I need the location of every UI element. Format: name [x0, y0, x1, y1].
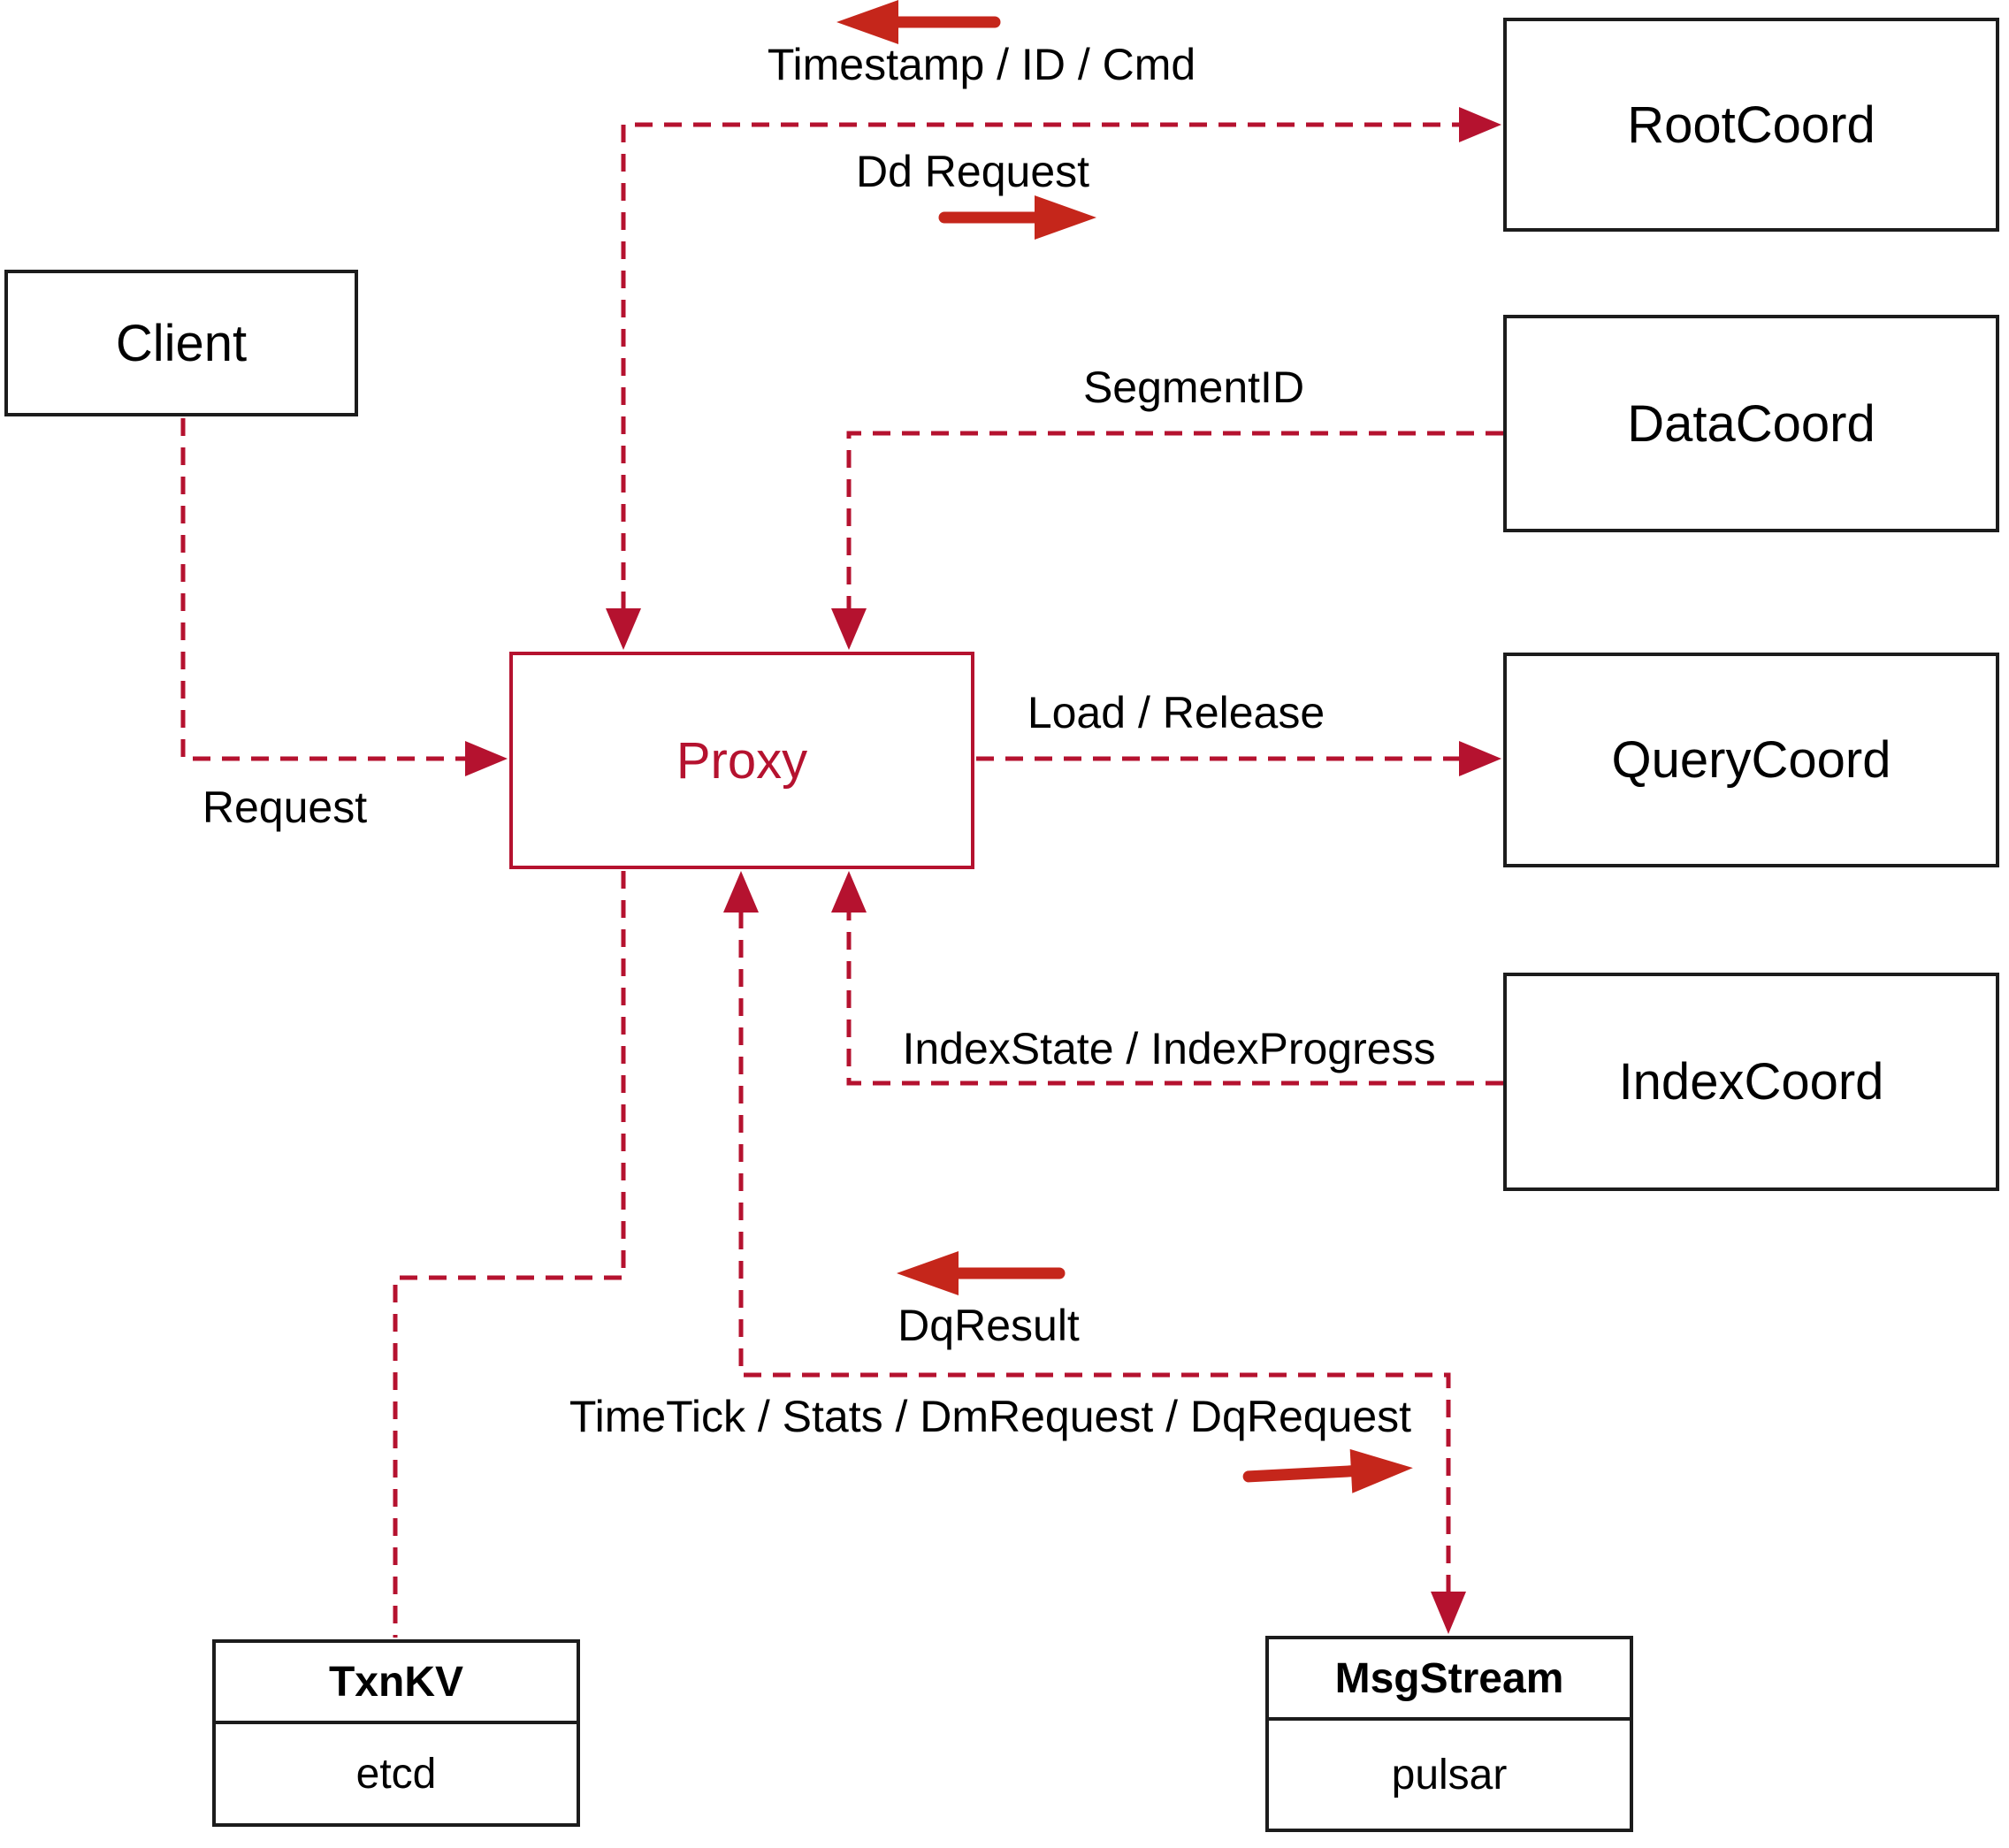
- node-rootcoord: RootCoord: [1503, 18, 1999, 232]
- edge-label-load-release: Load / Release: [1027, 688, 1325, 737]
- edge-indexcoord-proxy: [846, 911, 1503, 1086]
- right-arrow-icon: [938, 195, 1096, 240]
- node-msgstream: MsgStream pulsar: [1265, 1636, 1633, 1832]
- edge-label-dq-result: DqResult: [898, 1301, 1080, 1350]
- node-client: Client: [4, 270, 358, 416]
- node-datacoord: DataCoord: [1503, 315, 1999, 532]
- node-indexcoord-label: IndexCoord: [1618, 1053, 1884, 1111]
- arrowhead-into-proxy-bottom-right: [831, 871, 867, 913]
- msgstream-header: MsgStream: [1269, 1639, 1630, 1721]
- left-arrow-icon: [897, 1251, 1066, 1295]
- arrowhead-into-querycoord: [1459, 741, 1501, 776]
- node-rootcoord-label: RootCoord: [1627, 95, 1875, 154]
- edge-label-timestamp-id-cmd: Timestamp / ID / Cmd: [767, 40, 1196, 89]
- node-proxy-label: Proxy: [676, 731, 808, 790]
- edge-proxy-msgstream: [738, 911, 1451, 1593]
- arrowhead-into-msgstream: [1431, 1592, 1466, 1634]
- edge-label-time-tick: TimeTick / Stats / DmRequest / DqRequest: [569, 1392, 1412, 1441]
- edge-label-index-state: IndexState / IndexProgress: [902, 1024, 1436, 1073]
- edge-label-dd-request: Dd Request: [855, 147, 1090, 196]
- node-querycoord-label: QueryCoord: [1611, 731, 1891, 789]
- edge-proxy-txnkv: [393, 871, 626, 1638]
- node-txnkv: TxnKV etcd: [212, 1639, 580, 1827]
- node-client-label: Client: [115, 314, 248, 372]
- left-arrow-icon: [836, 0, 1001, 44]
- edge-label-segment-id: SegmentID: [1082, 363, 1305, 412]
- node-proxy: Proxy: [509, 652, 974, 869]
- edge-proxy-rootcoord: [621, 122, 1461, 638]
- msgstream-impl: pulsar: [1391, 1751, 1508, 1798]
- arrowhead-into-proxy-top-left: [606, 608, 641, 650]
- arrowhead-into-proxy-top-right: [831, 608, 867, 650]
- edge-label-request: Request: [202, 783, 368, 832]
- node-indexcoord: IndexCoord: [1503, 973, 1999, 1191]
- edge-datacoord-proxy: [846, 431, 1503, 638]
- edge-client-proxy: [180, 418, 467, 761]
- arrowhead-into-proxy-left: [465, 741, 508, 776]
- arrowhead-into-rootcoord: [1459, 107, 1501, 142]
- node-datacoord-label: DataCoord: [1627, 394, 1875, 453]
- txnkv-impl: etcd: [355, 1750, 437, 1798]
- node-querycoord: QueryCoord: [1503, 653, 1999, 867]
- arrowhead-into-proxy-bottom-mid: [723, 871, 759, 913]
- txnkv-header: TxnKV: [216, 1643, 577, 1724]
- right-arrow-icon: [1242, 1448, 1413, 1493]
